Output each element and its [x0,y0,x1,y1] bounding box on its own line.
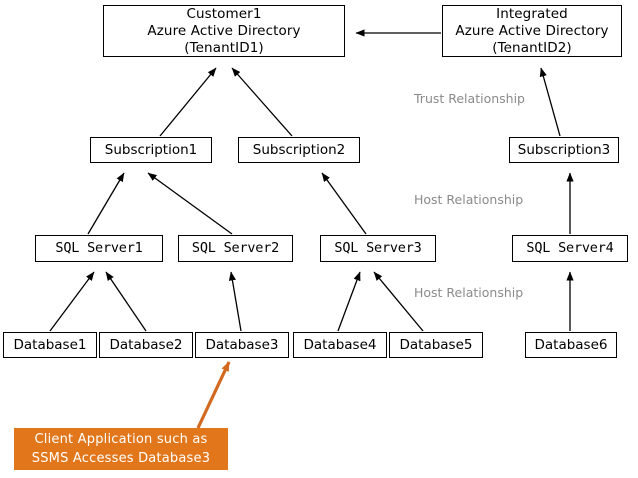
node-subscription2[interactable]: Subscription2 [238,137,360,163]
edge-subscription2-to-customer1 [231,67,293,137]
callout-client-application-ssms[interactable]: Client Application such as SSMS Accesses… [14,428,228,470]
node-database3[interactable]: Database3 [195,332,289,358]
edge-sqlserver2-to-subscription1 [147,172,233,235]
edge-database5-to-sqlserver3 [373,271,424,332]
node-database6[interactable]: Database6 [525,332,617,358]
edge-subscription1-to-customer1 [159,67,217,137]
node-database2[interactable]: Database2 [99,332,193,358]
node-customer1-azure-active-directory[interactable]: Customer1 Azure Active Directory (Tenant… [103,5,345,57]
node-database4[interactable]: Database4 [293,332,387,358]
edge-database2-to-sqlserver1 [105,271,147,332]
edge-database4-to-sqlserver3 [337,271,361,332]
edge-sqlserver3-to-subscription2 [321,172,367,235]
node-database1[interactable]: Database1 [3,332,97,358]
label-host-relationship-top: Host Relationship [414,192,524,207]
edge-subscription3-to-integrated [539,67,561,137]
node-database5[interactable]: Database5 [389,332,483,358]
node-integrated-azure-active-directory[interactable]: Integrated Azure Active Directory (Tenan… [442,5,622,57]
node-sql-server2[interactable]: SQL Server2 [178,235,293,262]
label-trust-relationship: Trust Relationship [414,91,525,106]
edge-sqlserver1-to-subscription1 [87,172,125,235]
label-host-relationship-bottom: Host Relationship [414,285,524,300]
edge-callout-to-database3 [196,361,231,429]
node-sql-server4[interactable]: SQL Server4 [512,235,628,262]
edge-database1-to-sqlserver1 [49,271,95,332]
edge-database3-to-sqlserver2 [228,271,242,332]
node-sql-server1[interactable]: SQL Server1 [35,235,163,262]
node-sql-server3[interactable]: SQL Server3 [320,235,436,262]
node-subscription3[interactable]: Subscription3 [509,137,619,163]
node-subscription1[interactable]: Subscription1 [90,137,212,163]
